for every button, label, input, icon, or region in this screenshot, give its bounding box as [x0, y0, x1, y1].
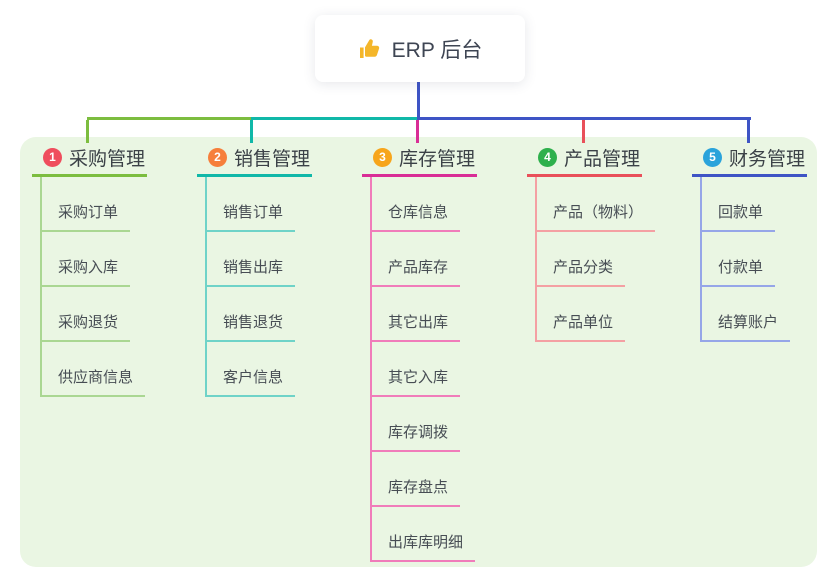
- child-node[interactable]: 产品库存: [370, 255, 461, 287]
- branch-label: 财务管理: [729, 148, 806, 170]
- root-node[interactable]: ERP 后台: [315, 15, 525, 82]
- bus-segment-purchase: [87, 117, 252, 120]
- child-node[interactable]: 产品单位: [535, 310, 626, 342]
- branch-node-inventory[interactable]: 3 库存管理: [362, 144, 478, 177]
- branch-badge: 1: [43, 147, 62, 167]
- branch-label: 库存管理: [399, 148, 476, 170]
- branch-drop-sales: [250, 120, 253, 143]
- child-node[interactable]: 销售退货: [205, 310, 296, 342]
- branch-badge: 2: [208, 147, 227, 167]
- branch-label: 采购管理: [69, 148, 146, 170]
- child-node[interactable]: 出库库明细: [370, 530, 476, 562]
- bus-segment-sales: [251, 117, 418, 120]
- branch-spine: [700, 177, 702, 342]
- child-node[interactable]: 库存盘点: [370, 475, 461, 507]
- child-node[interactable]: 付款单: [700, 255, 776, 287]
- branch-node-sales[interactable]: 2 销售管理: [197, 144, 313, 177]
- thumbs-up-icon: [359, 38, 379, 58]
- child-node[interactable]: 销售出库: [205, 255, 296, 287]
- branch-node-finance[interactable]: 5 财务管理: [692, 144, 808, 177]
- branch-drop-finance: [747, 120, 750, 143]
- root-connector-line: [417, 81, 420, 118]
- child-node[interactable]: 其它出库: [370, 310, 461, 342]
- branch-node-purchase[interactable]: 1 采购管理: [32, 144, 148, 177]
- child-node[interactable]: 库存调拨: [370, 420, 461, 452]
- child-node[interactable]: 供应商信息: [40, 365, 146, 397]
- child-node[interactable]: 销售订单: [205, 200, 296, 232]
- branch-label: 产品管理: [564, 148, 641, 170]
- branch-drop-inventory: [416, 120, 419, 143]
- child-node[interactable]: 采购订单: [40, 200, 131, 232]
- child-node[interactable]: 回款单: [700, 200, 776, 232]
- root-title: ERP 后台: [391, 38, 483, 62]
- child-node[interactable]: 其它入库: [370, 365, 461, 397]
- child-node[interactable]: 客户信息: [205, 365, 296, 397]
- branch-drop-product: [582, 120, 585, 143]
- child-node[interactable]: 仓库信息: [370, 200, 461, 232]
- child-node[interactable]: 采购入库: [40, 255, 131, 287]
- bus-segment-finance: [417, 117, 751, 120]
- child-node[interactable]: 采购退货: [40, 310, 131, 342]
- child-node[interactable]: 产品分类: [535, 255, 626, 287]
- branch-badge: 3: [373, 147, 392, 167]
- branch-badge: 5: [703, 147, 722, 167]
- child-node[interactable]: 产品（物料）: [535, 200, 656, 232]
- branch-node-product[interactable]: 4 产品管理: [527, 144, 643, 177]
- branch-badge: 4: [538, 147, 557, 167]
- branch-label: 销售管理: [234, 148, 311, 170]
- branch-spine: [205, 177, 207, 397]
- branch-spine: [535, 177, 537, 342]
- branch-drop-purchase: [86, 120, 89, 143]
- branches-panel: [20, 137, 817, 567]
- branch-spine: [40, 177, 42, 397]
- branch-spine: [370, 177, 372, 562]
- child-node[interactable]: 结算账户: [700, 310, 791, 342]
